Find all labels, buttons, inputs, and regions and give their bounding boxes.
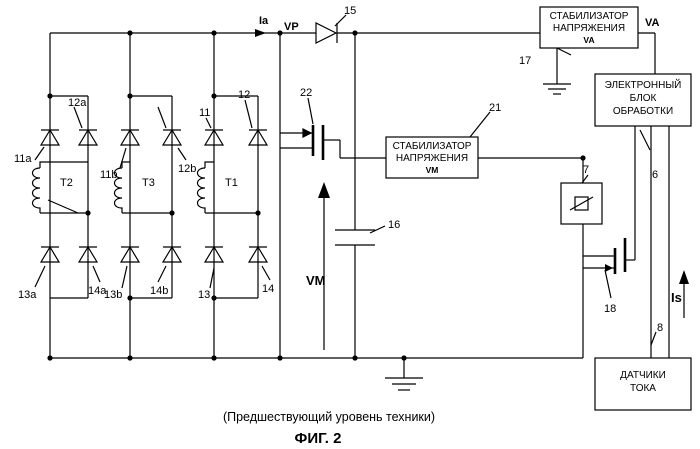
ecu-line2: БЛОК: [630, 93, 657, 104]
reference-numerals: 15 17 22 21 7 6 16 18 8 12a 12b 11 12 11…: [14, 5, 663, 334]
stabilizer-va-block: СТАБИЛИЗАТОР НАПРЯЖЕНИЯ VA: [540, 7, 638, 48]
capacitor-16: [335, 230, 375, 245]
label-va: VA: [645, 17, 660, 29]
junction-dots: [47, 30, 585, 360]
ref-11b: 11b: [100, 169, 118, 181]
relay-7: [561, 183, 602, 224]
ref-6: 6: [652, 169, 658, 181]
ref-8: 8: [657, 322, 663, 334]
mosfet-22: [303, 125, 323, 160]
ref-21: 21: [489, 102, 501, 114]
ref-11: 11: [199, 107, 210, 119]
label-ia: Ia: [259, 15, 269, 27]
ref-14: 14: [262, 283, 274, 295]
ref-15: 15: [344, 5, 356, 17]
ref-14b: 14b: [150, 285, 168, 297]
ref-7: 7: [583, 164, 589, 176]
ref-13: 13: [198, 289, 210, 301]
ref-12a: 12a: [68, 97, 87, 109]
ecu-line3: ОБРАБОТКИ: [613, 106, 673, 117]
ref-11a: 11a: [14, 153, 32, 165]
sensor-line2: ТОКА: [630, 383, 656, 394]
ecu-line1: ЭЛЕКТРОННЫЙ: [605, 78, 682, 91]
ecu-block: ЭЛЕКТРОННЫЙ БЛОК ОБРАБОТКИ: [595, 74, 691, 126]
rectifier-diodes: [41, 130, 267, 262]
stabilizer-va-sub: VA: [583, 35, 594, 45]
ref-13a: 13a: [18, 289, 37, 301]
coil-t1: [198, 162, 215, 213]
label-vp: VP: [284, 21, 299, 33]
figure-title: ФИГ. 2: [295, 430, 342, 447]
label-t1: T1: [225, 177, 238, 189]
vm-arrow: [318, 182, 330, 350]
ref-22: 22: [300, 87, 312, 99]
sensor-line1: ДАТЧИКИ: [620, 370, 666, 381]
ref-16: 16: [388, 219, 400, 231]
label-t3: T3: [142, 177, 155, 189]
stabilizer-vm-sub: VM: [426, 165, 439, 175]
stabilizer-vm-line1: СТАБИЛИЗАТОР: [393, 141, 472, 152]
ref-18: 18: [604, 303, 616, 315]
leader-lines: [35, 15, 656, 345]
stabilizer-vm-block: СТАБИЛИЗАТОР НАПРЯЖЕНИЯ VM: [386, 137, 478, 178]
prior-art-caption: (Предшествующий уровень техники): [223, 410, 435, 424]
ref-13b: 13b: [104, 289, 122, 301]
stabilizer-va-line2: НАПРЯЖЕНИЯ: [553, 23, 625, 34]
label-vm: VM: [306, 273, 326, 288]
ref-12b: 12b: [178, 163, 196, 175]
stabilizer-vm-line2: НАПРЯЖЕНИЯ: [396, 153, 468, 164]
ia-arrow: [255, 29, 266, 37]
current-sensor-block: ДАТЧИКИ ТОКА: [595, 358, 691, 410]
label-t2: T2: [60, 177, 73, 189]
ref-12: 12: [238, 89, 250, 101]
ref-17: 17: [519, 55, 531, 67]
signal-labels: Ia VP VA VM Is T2 T3 T1: [60, 15, 682, 305]
stabilizer-va-line1: СТАБИЛИЗАТОР: [550, 11, 629, 22]
label-is: Is: [671, 290, 682, 305]
diode-15: [316, 23, 337, 43]
